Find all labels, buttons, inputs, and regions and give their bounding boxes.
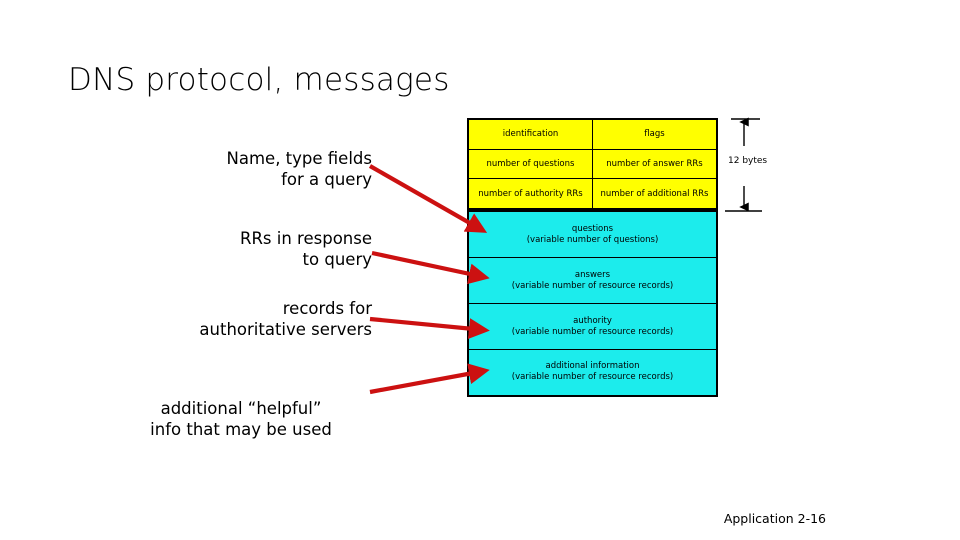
header-row: identification flags	[469, 120, 716, 150]
slide-footer: Application 2-16	[723, 511, 826, 526]
body-section-additional-information: additional information (variable number …	[469, 350, 716, 395]
header-size-measure: 12 bytes	[728, 116, 776, 216]
arrow-to-questions	[368, 164, 488, 233]
section-subtitle: (variable number of resource records)	[511, 326, 674, 337]
section-title: questions	[571, 223, 614, 234]
dns-message-diagram: identification flags number of questions…	[467, 118, 718, 397]
header-row: number of authority RRs number of additi…	[469, 179, 716, 209]
callout-label-rrs-in-response: RRs in response to query	[240, 229, 372, 269]
section-title: authority	[573, 315, 612, 326]
header-cell-number-of-additional-rrs: number of additional RRs	[600, 188, 709, 199]
section-title: answers	[574, 269, 611, 280]
body-section-questions: questions (variable number of questions)	[469, 212, 716, 259]
callout-label-authoritative-records: records for authoritative servers	[199, 299, 372, 339]
header-cell-number-of-questions: number of questions	[469, 149, 593, 179]
dns-body-table: questions (variable number of questions)…	[467, 210, 718, 397]
page-title: DNS protocol, messages	[68, 62, 450, 98]
header-cell-number-of-authority-rrs: number of authority RRs	[469, 179, 593, 209]
section-subtitle: (variable number of resource records)	[511, 280, 674, 291]
header-cell-flags: flags	[644, 129, 665, 140]
header-row: number of questions number of answer RRs	[469, 149, 716, 180]
body-section-authority: authority (variable number of resource r…	[469, 304, 716, 350]
callout-label-additional-info: additional “helpful” info that may be us…	[150, 399, 332, 439]
callout-label-name-type-fields: Name, type fields for a query	[226, 149, 372, 189]
header-cell-number-of-answer-rrs: number of answer RRs	[606, 159, 703, 169]
body-section-answers: answers (variable number of resource rec…	[469, 258, 716, 305]
section-subtitle: (variable number of questions)	[526, 234, 659, 245]
header-cell-identification: identification	[469, 120, 593, 149]
section-title: additional information	[545, 361, 640, 372]
measure-label-12-bytes: 12 bytes	[728, 156, 768, 166]
section-subtitle: (variable number of resource records)	[511, 372, 674, 383]
dns-header-table: identification flags number of questions…	[467, 118, 718, 210]
